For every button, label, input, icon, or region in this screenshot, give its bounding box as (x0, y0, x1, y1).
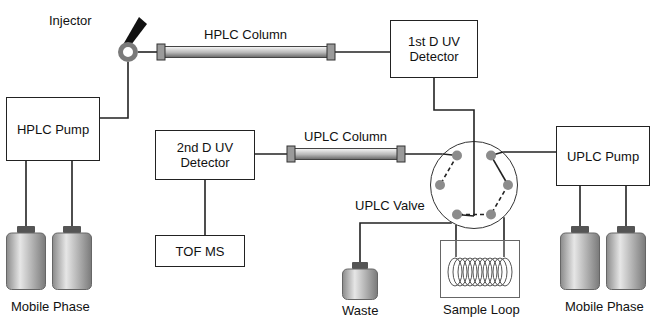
node-ring: Injector (118, 42, 138, 62)
valve-port (452, 150, 462, 160)
flow-line (503, 151, 556, 153)
flow-line (402, 153, 443, 155)
waste-bottle (342, 262, 378, 300)
node-valve: UPLC Valve (430, 141, 518, 229)
flow-line (255, 153, 290, 155)
flow-line (204, 180, 206, 235)
node-label: Injector (49, 13, 92, 28)
node-box: HPLC Pump (6, 97, 100, 161)
valve-port (486, 209, 496, 219)
flow-line (26, 161, 72, 226)
bottle-body (561, 233, 600, 290)
valve-channel (491, 155, 508, 184)
column-cap (287, 146, 295, 162)
solvent-bottles (558, 226, 650, 290)
column-ends (290, 148, 402, 160)
node-loop: Sample Loop (440, 240, 520, 298)
valve-channel (440, 155, 457, 184)
valve-channel (457, 213, 491, 215)
node-tube: HPLC Column (160, 46, 332, 58)
node-label: UPLC Pump (564, 149, 642, 164)
valve-port (486, 150, 496, 160)
node-box: 2nd D UV Detector (155, 130, 255, 180)
valve-port (435, 180, 445, 190)
flow-line (434, 78, 474, 141)
valve-channel (473, 141, 475, 216)
valve-channel (491, 185, 508, 214)
column-cap (327, 44, 335, 60)
bottle-cap (617, 226, 635, 233)
node-label: Waste (342, 303, 378, 318)
loop-lead (503, 241, 504, 257)
node-bottles: Mobile Phase (558, 226, 650, 296)
node-label: Sample Loop (443, 302, 520, 317)
coil-turn (498, 258, 512, 286)
column-cap (157, 44, 165, 60)
node-box: TOF MS (155, 235, 245, 267)
node-tube: UPLC Column (290, 148, 402, 160)
bottle-body (343, 269, 378, 300)
node-bottle: Waste (342, 262, 378, 300)
bottle-body (607, 233, 646, 290)
node-label: Mobile Phase (11, 299, 90, 314)
node-label: HPLC Pump (14, 122, 92, 137)
bottle-cap (571, 226, 589, 233)
node-label: UPLC Column (304, 129, 387, 144)
valve-port (503, 180, 513, 190)
flow-line (580, 186, 626, 226)
node-label: Mobile Phase (565, 299, 644, 314)
bottle-body (53, 233, 92, 290)
bottle-body (7, 233, 46, 290)
node-box: UPLC Pump (556, 126, 650, 186)
node-label: UPLC Valve (355, 198, 425, 213)
column-ends (160, 46, 332, 58)
injector-needle (124, 17, 147, 45)
bottle-cap (352, 262, 368, 269)
node-label: HPLC Column (204, 27, 287, 42)
loop-lead (455, 241, 456, 257)
bottle-cap (63, 226, 81, 233)
sample-coil (441, 241, 519, 297)
node-label: 1st D UV Detector (391, 34, 477, 64)
node-label: 2nd D UV Detector (156, 140, 254, 170)
node-label: TOF MS (173, 244, 228, 259)
flow-line (100, 62, 128, 118)
solvent-bottles (4, 226, 96, 290)
bottle-cap (17, 226, 35, 233)
valve-ports (430, 141, 518, 229)
connector-layer (26, 52, 626, 262)
node-box: 1st D UV Detector (390, 20, 478, 78)
node-bottles: Mobile Phase (4, 226, 96, 296)
flow-line (332, 51, 390, 53)
flow-line (360, 223, 452, 262)
valve-port (452, 209, 462, 219)
column-cap (397, 146, 405, 162)
